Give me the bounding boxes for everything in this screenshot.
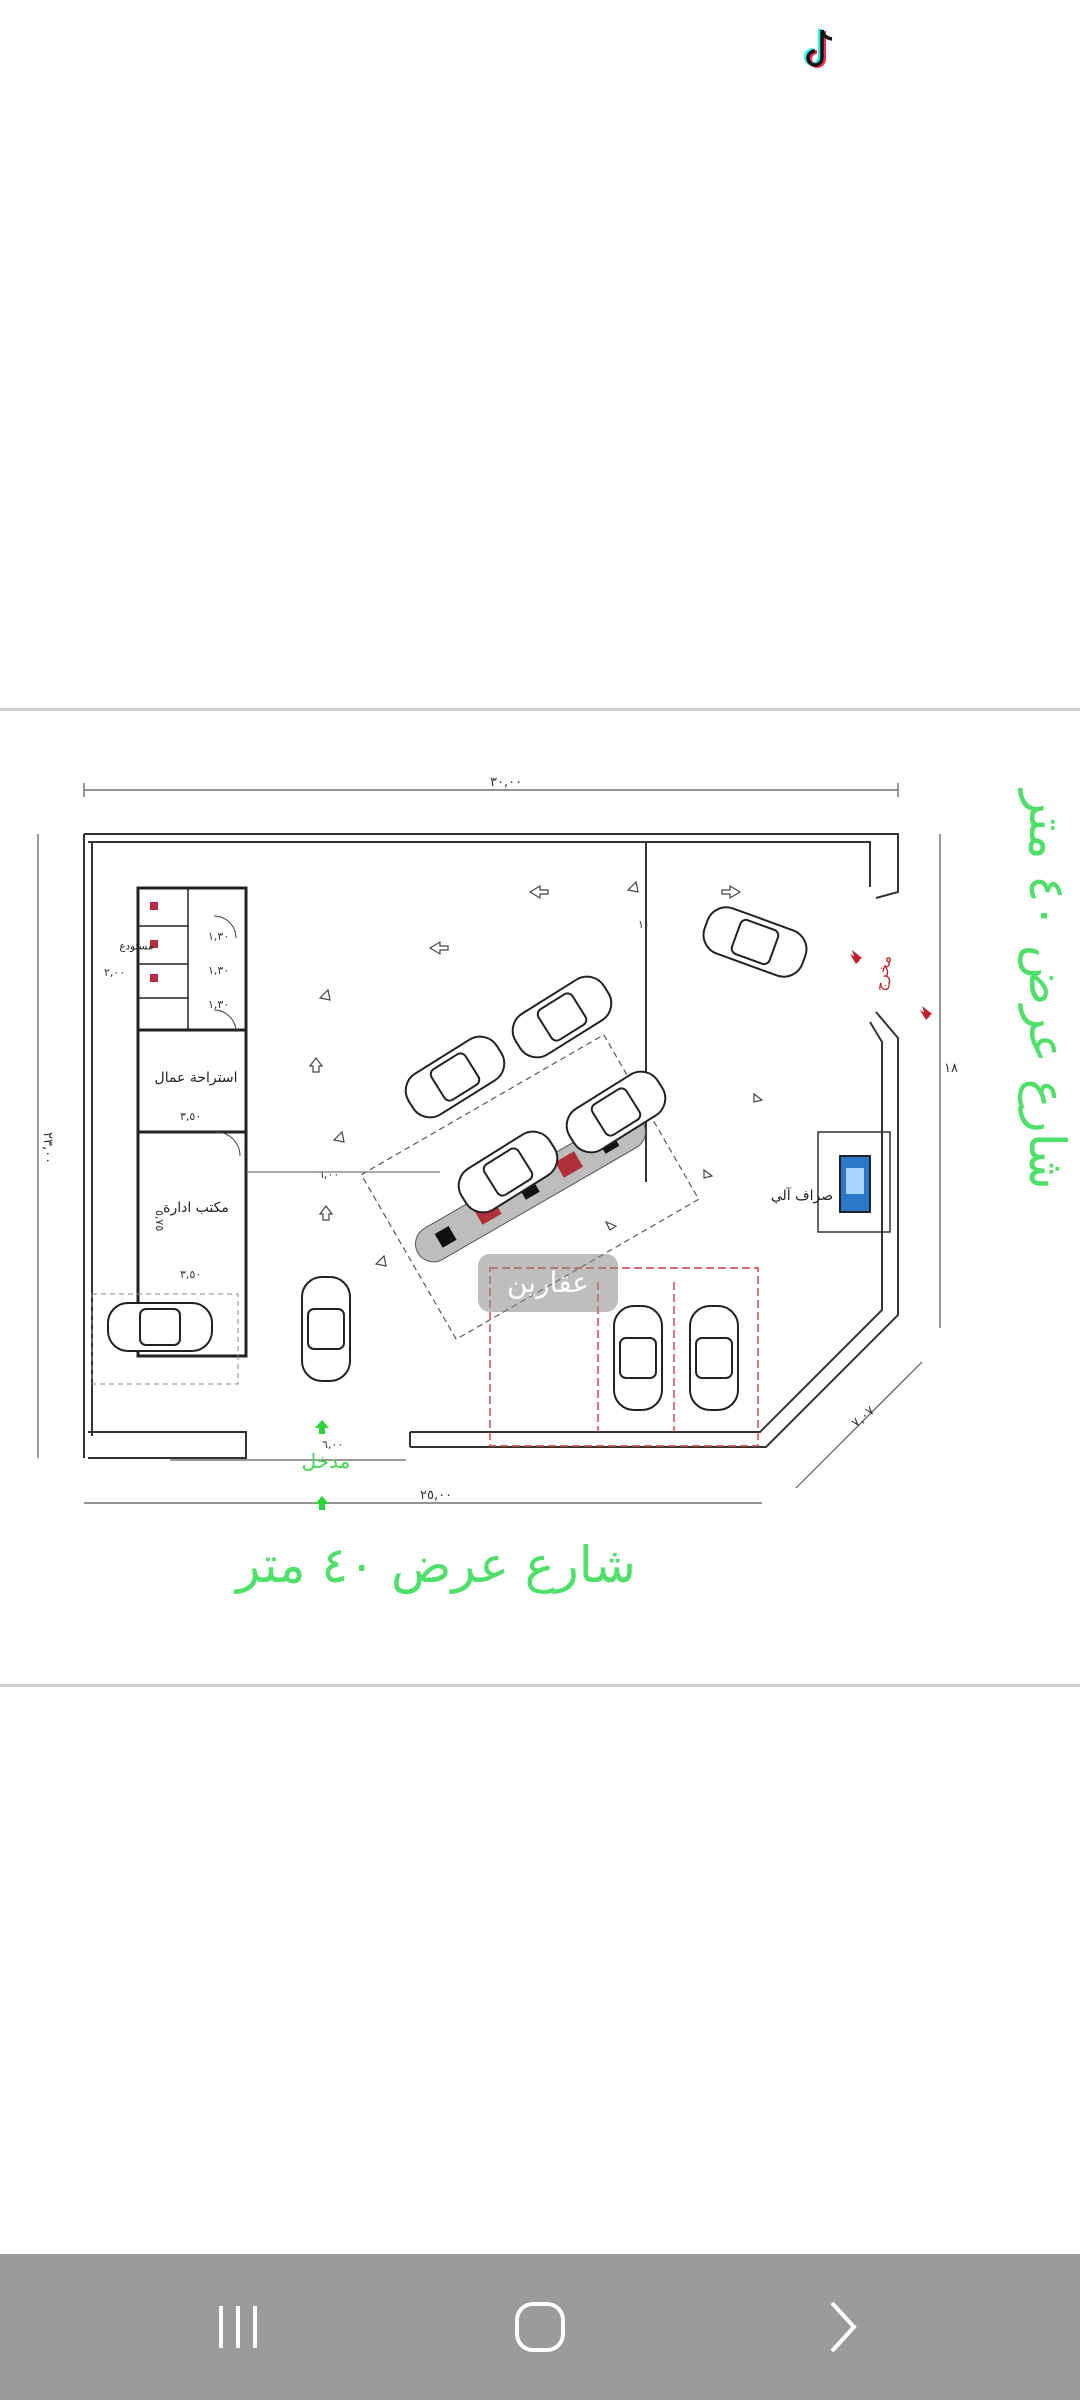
back-button[interactable] (742, 2254, 942, 2400)
door-swings (213, 915, 241, 1157)
dim-wc-2: ١,٣٠ (208, 964, 229, 977)
cars (107, 906, 808, 1411)
dim-entrance-width: ٦,٠٠ (322, 1438, 343, 1451)
dimension-lines (37, 783, 941, 1504)
dim-gap-10: ١٠ (638, 918, 650, 931)
back-icon (830, 2301, 857, 2353)
room-workers-rest-label: استراحة عمال (155, 1070, 238, 1086)
floor-plan-drawing: ٣٠,٠٠ ٢٥,٠٠ ٢٣,٠٠ ١٨ ٧,٠٧ (37, 775, 1076, 1594)
dim-office-depth: ٥,٧٥ (153, 1210, 166, 1231)
dim-wc-1: ١,٣٠ (208, 930, 229, 943)
recent-apps-icon (219, 2306, 257, 2348)
watermark-logo: عقارين (478, 1254, 618, 1312)
street-right-label: شارع عرض ٤٠ متر (1018, 787, 1076, 1190)
dim-bottom-width: ٢٥,٠٠ (420, 1488, 452, 1503)
dim-top-width: ٣٠,٠٠ (490, 775, 522, 790)
street-bottom-label: شارع عرض ٤٠ متر (233, 1536, 636, 1594)
exit-label: مخرج (871, 954, 896, 992)
atm-kiosk (817, 1131, 891, 1233)
viewer-top-divider (0, 708, 1080, 711)
exit-arrows (850, 950, 932, 1020)
tiktok-icon (800, 24, 844, 72)
dim-chamfer: ٧,٠٧ (849, 1403, 878, 1431)
dim-left-height: ٢٣,٠٠ (40, 1132, 55, 1164)
site-outline (83, 833, 899, 1461)
dim-office-width-1: ٣,٥٠ (180, 1110, 201, 1123)
dim-side-2: ٢,٠٠ (104, 966, 125, 979)
dim-right-height: ١٨ (944, 1061, 958, 1076)
atm-label: صراف آلي (771, 1187, 833, 1204)
entrance-label: مدخل (302, 1449, 351, 1473)
room-admin-office-label: مكتب ادارة (163, 1200, 229, 1216)
side-parking-bay (91, 1293, 239, 1385)
viewer-bottom-divider (0, 1684, 1080, 1687)
building-block (136, 886, 248, 1358)
fixtures (150, 902, 158, 982)
dim-office-width-2: ٣,٥٠ (180, 1268, 201, 1281)
home-icon (515, 2302, 565, 2352)
flow-arrows (308, 880, 764, 1267)
image-viewer[interactable]: ٣٠,٠٠ ٢٥,٠٠ ٢٣,٠٠ ١٨ ٧,٠٧ (0, 712, 1080, 1686)
home-button[interactable] (440, 2254, 640, 2400)
dim-span-6: ٦,٠٠ (318, 1168, 339, 1181)
dim-wc-3: ١,٣٠ (208, 998, 229, 1011)
room-store-label: مستودع (119, 941, 153, 953)
entrance-arrows (315, 1420, 329, 1510)
recent-apps-button[interactable] (138, 2254, 338, 2400)
svg-text:عقارين: عقارين (507, 1266, 589, 1299)
navigation-bar (0, 2254, 1080, 2400)
